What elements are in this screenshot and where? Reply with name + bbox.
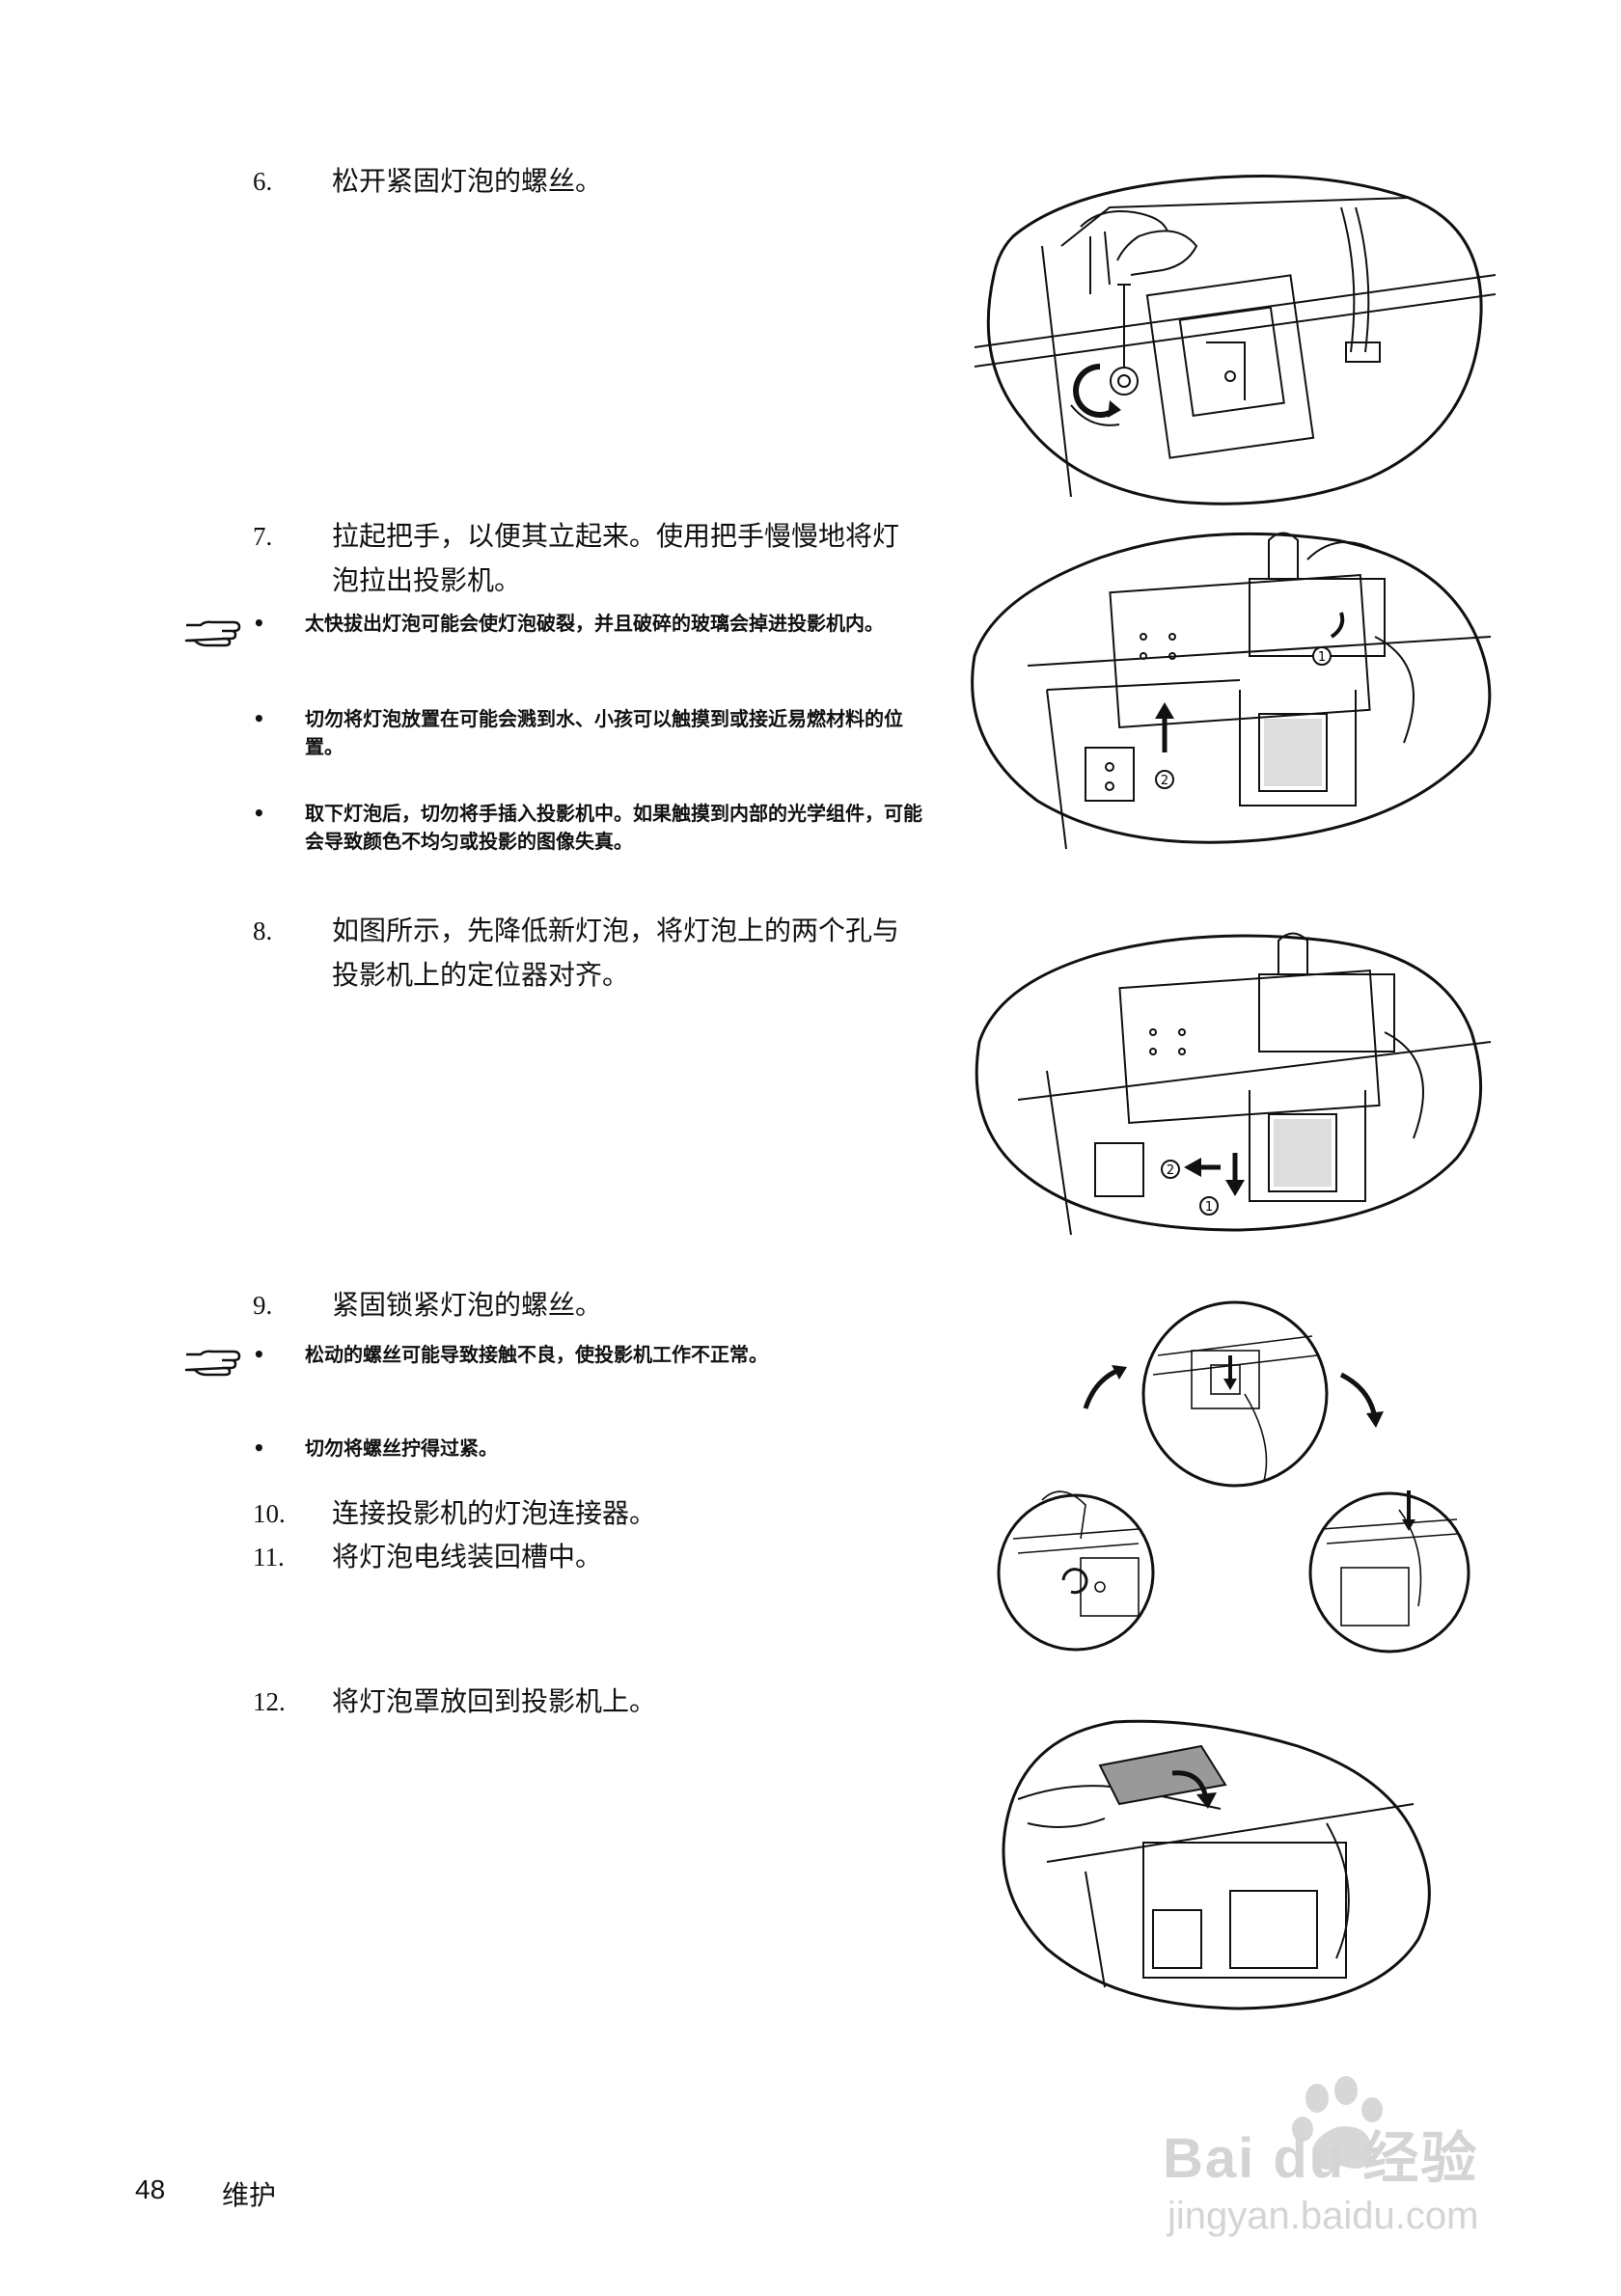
figure-marker: 2 (1167, 1163, 1174, 1178)
step-number: 7. (253, 522, 273, 551)
step-text: 紧固锁紧灯泡的螺丝。 (332, 1289, 603, 1321)
figure-marker: 2 (1161, 774, 1168, 788)
step-number: 6. (253, 167, 273, 196)
note-text: 松动的螺丝可能导致接触不良，使投影机工作不正常。 (305, 1343, 768, 1366)
step-number: 12. (253, 1687, 286, 1716)
bullet: • (253, 1436, 265, 1460)
step-text: 将灯泡罩放回到投影机上。 (332, 1685, 657, 1717)
figure-pull-lamp-out: 2 1 (971, 532, 1492, 850)
figure-connect-lamp (997, 1300, 1470, 1654)
figure-replace-cover (1002, 1719, 1431, 2010)
figure-loosen-screw (974, 175, 1496, 506)
step-number: 11. (253, 1543, 285, 1572)
watermark-brand: Bai du 经验 (1163, 2127, 1479, 2190)
step-number: 8. (253, 916, 273, 945)
section-title: 维护 (222, 2179, 277, 2211)
baidu-paw-logo (1292, 2076, 1383, 2170)
step-text: 拉起把手，以便其立起来。使用把手慢慢地将灯泡拉出投影机。 (332, 520, 900, 596)
bullet: • (253, 1343, 265, 1366)
step-text: 松开紧固灯泡的螺丝。 (332, 165, 603, 197)
bullet: • (253, 612, 265, 635)
note-text: 取下灯泡后，切勿将手插入投影机中。如果触摸到内部的光学组件，可能会导致颜色不均匀… (305, 802, 922, 853)
page-number: 48 (135, 2174, 166, 2204)
figure-marker: 1 (1318, 650, 1326, 665)
note-text: 太快拔出灯泡可能会使灯泡破裂，并且破碎的玻璃会掉进投影机内。 (305, 612, 884, 635)
step-number: 10. (253, 1499, 286, 1528)
note-text: 切勿将灯泡放置在可能会溅到水、小孩可以触摸到或接近易燃材料的位置。 (305, 707, 903, 758)
bullet: • (253, 707, 265, 730)
step-number: 9. (253, 1291, 273, 1320)
figure-insert-new-lamp: 2 1 (975, 932, 1492, 1236)
bullet: • (253, 802, 265, 825)
figure-marker: 1 (1205, 1200, 1213, 1215)
step-text: 将灯泡电线装回槽中。 (332, 1541, 603, 1572)
step-text: 连接投影机的灯泡连接器。 (332, 1497, 657, 1529)
pointing-hand-icon (184, 1350, 241, 1377)
step-text: 如图所示，先降低新灯泡，将灯泡上的两个孔与投影机上的定位器对齐。 (332, 915, 900, 991)
watermark-url: jingyan.baidu.com (1168, 2195, 1479, 2237)
note-text: 切勿将螺丝拧得过紧。 (305, 1436, 498, 1460)
pointing-hand-icon (184, 620, 241, 647)
